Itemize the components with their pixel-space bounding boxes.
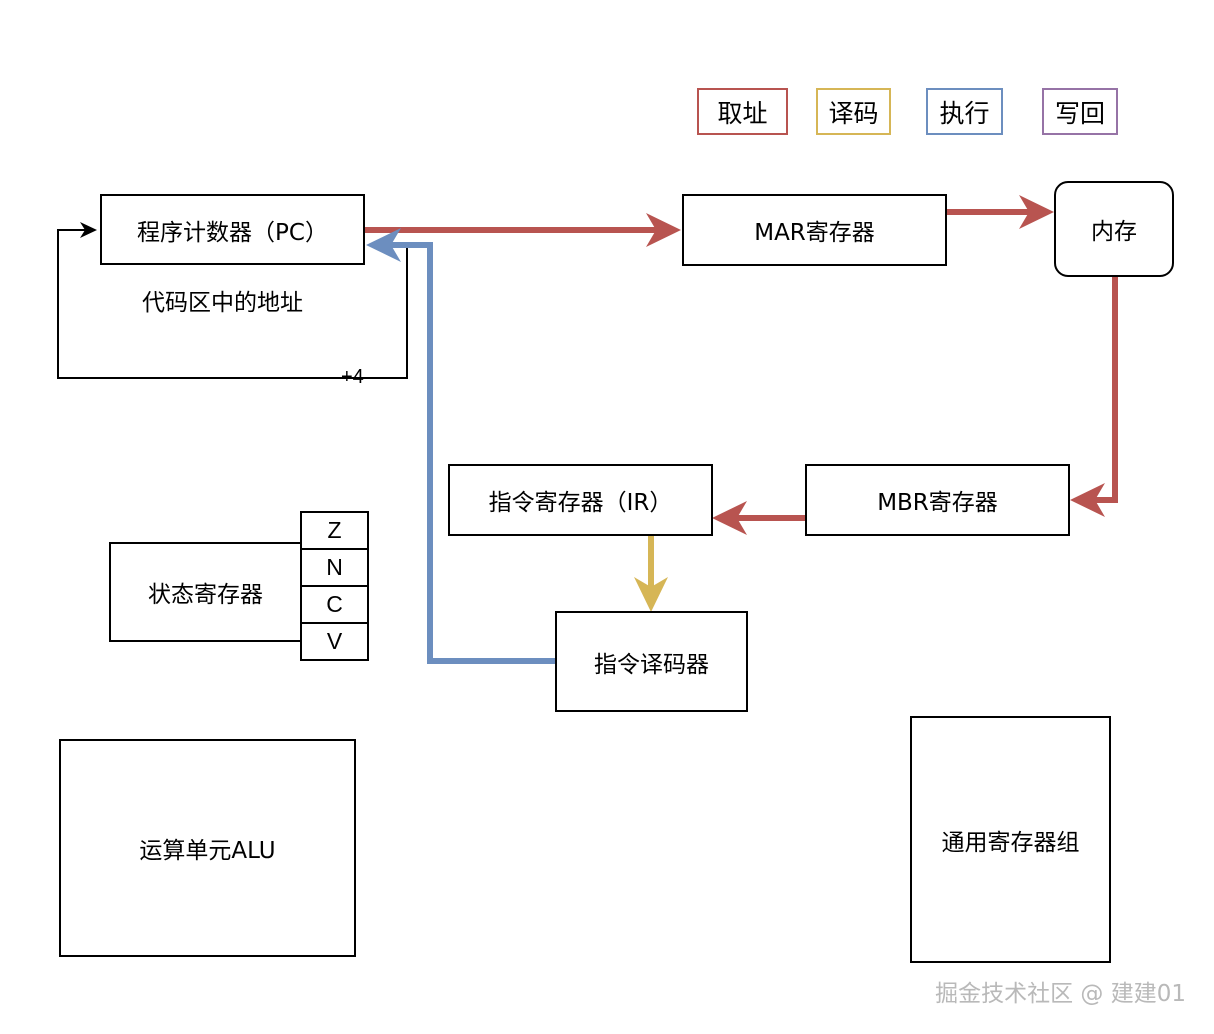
flag-c: C xyxy=(300,585,369,624)
flag-v: V xyxy=(300,622,369,661)
watermark: 掘金技术社区 @ 建建01 xyxy=(935,981,1186,1007)
pc-caption: 代码区中的地址 xyxy=(142,290,303,316)
mar-to-memory-arrowhead xyxy=(1019,195,1054,229)
status-register: 状态寄存器 xyxy=(109,542,302,642)
flag-n: N xyxy=(300,548,369,587)
mbr-to-ir-arrowhead xyxy=(712,501,747,535)
instruction-decoder: 指令译码器 xyxy=(555,611,748,712)
memory-node: 内存 xyxy=(1054,181,1174,277)
increment-label: +4 xyxy=(341,366,364,388)
memory-to-mbr-wire xyxy=(1092,277,1118,503)
pc-register: 程序计数器（PC） xyxy=(100,194,365,265)
memory-to-mbr-arrowhead xyxy=(1070,483,1105,517)
legend-fetch: 取址 xyxy=(697,88,788,135)
mar-register: MAR寄存器 xyxy=(682,194,947,266)
general-register-file: 通用寄存器组 xyxy=(910,716,1111,963)
flag-z: Z xyxy=(300,511,369,550)
pc-to-mar-arrowhead xyxy=(646,213,681,247)
ir-to-decoder-arrowhead xyxy=(634,577,668,612)
alu-unit: 运算单元ALU xyxy=(59,739,356,957)
decoder-to-pc-wire xyxy=(388,242,556,664)
legend-decode: 译码 xyxy=(816,88,891,135)
legend-writeback: 写回 xyxy=(1042,88,1118,135)
mbr-register: MBR寄存器 xyxy=(805,464,1070,536)
instruction-register: 指令寄存器（IR） xyxy=(448,464,713,536)
decoder-to-pc-arrowhead xyxy=(366,228,401,262)
legend-execute: 执行 xyxy=(926,88,1003,135)
pc-loop-arrowhead xyxy=(80,222,97,238)
